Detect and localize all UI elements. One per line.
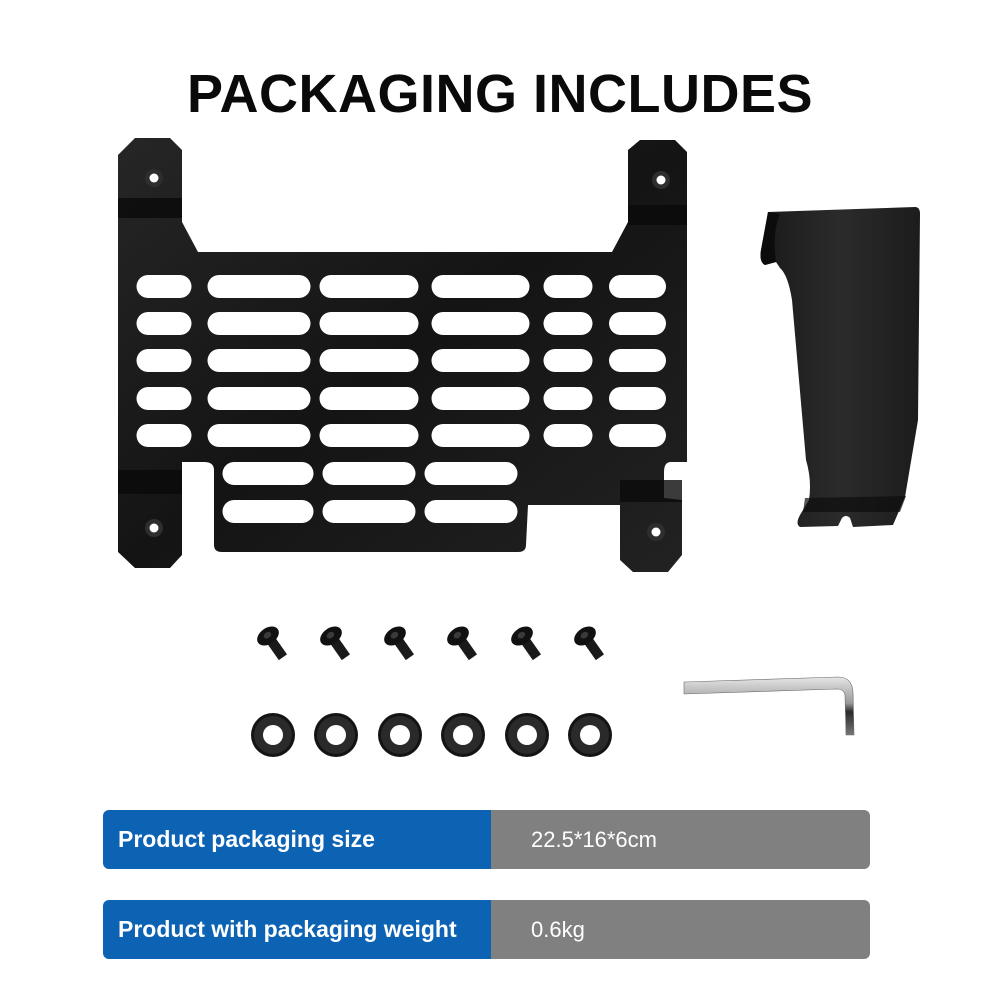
washer-icon	[314, 713, 358, 757]
hex-key-icon	[683, 676, 855, 736]
page-title: PACKAGING INCLUDES	[186, 64, 814, 124]
screw-icon	[447, 626, 478, 661]
curved-clip	[760, 207, 920, 527]
screw-icon	[257, 626, 288, 661]
washer-icon	[505, 713, 549, 757]
screws	[257, 626, 605, 661]
screw-icon	[511, 626, 542, 661]
screw-icon	[320, 626, 351, 661]
washer-icon	[251, 713, 295, 757]
spec-row-packaging-size: Product packaging size 22.5*16*6cm	[103, 810, 870, 869]
washer-icon	[378, 713, 422, 757]
mounting-bracket-plate	[118, 138, 687, 572]
spec-value: 0.6kg	[491, 900, 870, 959]
screw-icon	[574, 626, 605, 661]
washer-icon	[568, 713, 612, 757]
screw-icon	[384, 626, 415, 661]
washers	[251, 713, 612, 757]
washer-icon	[441, 713, 485, 757]
mounting-hole	[145, 169, 670, 541]
spec-row-packaging-weight: Product with packaging weight 0.6kg	[103, 900, 870, 959]
spec-label: Product packaging size	[103, 810, 491, 869]
spec-label: Product with packaging weight	[103, 900, 491, 959]
spec-value: 22.5*16*6cm	[491, 810, 870, 869]
